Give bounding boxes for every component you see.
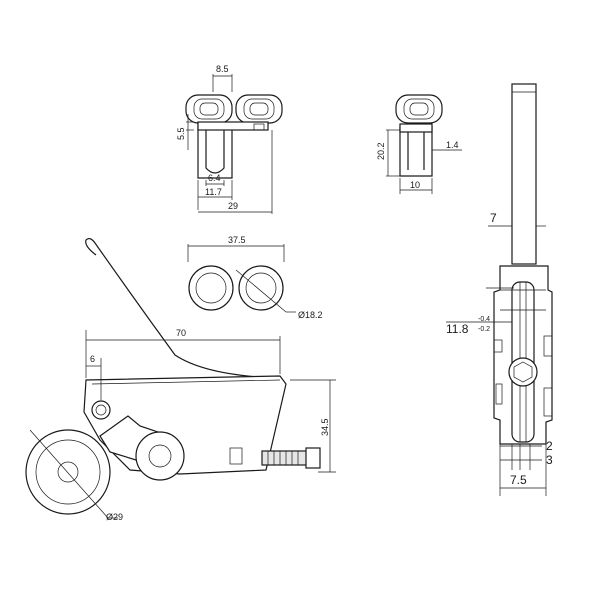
dim-2: 2 (546, 439, 553, 453)
top-right-view: 20.2 1.4 10 (376, 94, 462, 194)
plan-roller-right (238, 265, 284, 311)
dim-tol-upper: -0.4 (478, 316, 490, 323)
dim-29: 29 (228, 201, 238, 211)
dim-8-5: 8.5 (216, 64, 229, 74)
dim-7: 7 (490, 211, 497, 225)
dim-5-5: 5.5 (176, 127, 186, 140)
dim-10: 10 (410, 180, 420, 190)
front-view: 7 11.8 -0.4 -0.2 2 3 7.5 (446, 83, 553, 496)
middle-view: 37.5 Ø18.2 (187, 235, 323, 320)
hex-nut (508, 357, 538, 387)
dim-diameter-18-2: Ø18.2 (298, 310, 323, 320)
dim-34-5: 34.5 (320, 418, 330, 436)
single-fork-bracket (399, 126, 433, 177)
dim-1-4: 1.4 (446, 140, 459, 150)
plan-roller-left (188, 265, 234, 311)
small-wheel (135, 431, 185, 481)
main-wheel (25, 429, 111, 515)
top-left-view: 8.5 5.5 6.4 11.7 29 (176, 64, 283, 214)
adjust-bolt (261, 447, 321, 469)
dim-tol-lower: -0.2 (478, 326, 490, 333)
dim-70: 70 (176, 328, 186, 338)
dim-7-5: 7.5 (510, 473, 527, 487)
dim-11-7: 11.7 (205, 187, 222, 197)
fork-bracket (197, 122, 233, 179)
dim-diameter-29: Ø29 (106, 512, 123, 522)
dim-37-5: 37.5 (228, 235, 246, 245)
caster-body (83, 375, 287, 475)
body-slot (229, 447, 243, 465)
dim-20-2: 20.2 (376, 142, 386, 160)
dim-6: 6 (90, 354, 95, 364)
side-view: 70 6 34.5 Ø29 (25, 237, 336, 522)
stem (511, 83, 537, 265)
spring-wire (85, 237, 276, 379)
single-roller (395, 94, 443, 124)
dim-11-8: 11.8 (446, 322, 469, 336)
dim-6-4: 6.4 (208, 173, 221, 183)
pivot-hole (91, 400, 111, 420)
dim-3: 3 (546, 453, 553, 467)
